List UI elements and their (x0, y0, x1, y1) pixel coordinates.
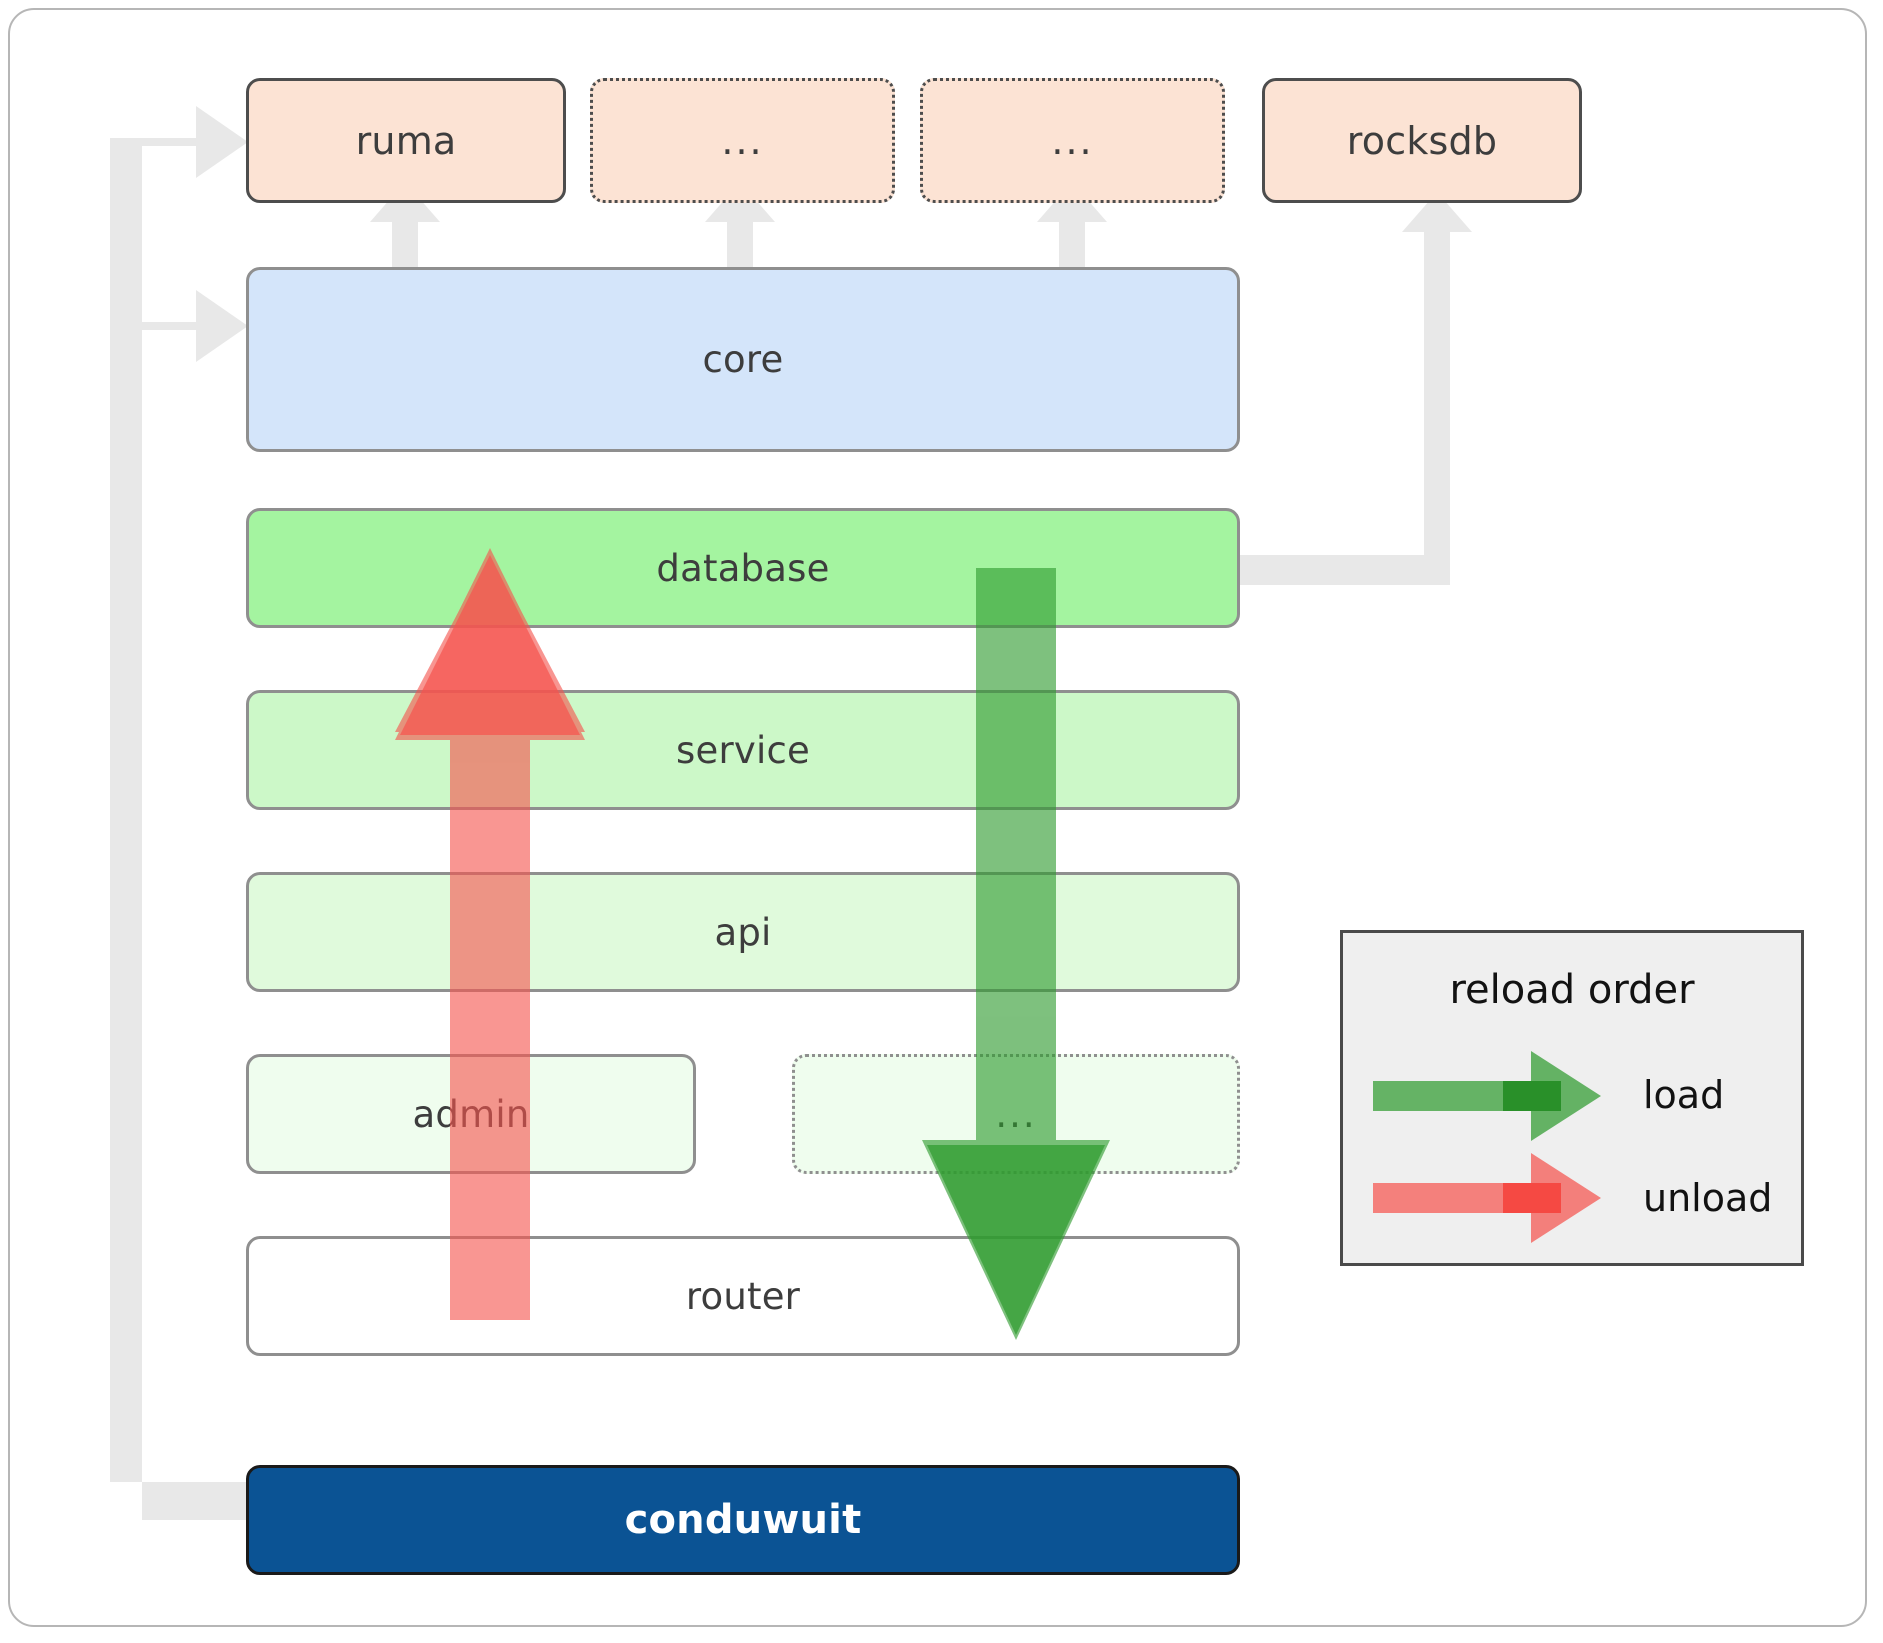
root-label-conduwuit: conduwuit (624, 1497, 862, 1543)
legend-label-load: load (1643, 1073, 1725, 1117)
dependency-box-rocksdb[interactable]: rocksdb (1262, 78, 1582, 203)
diagram-frame (8, 8, 1867, 1627)
legend-panel: reload order load unload (1340, 930, 1804, 1266)
dependency-label-ellipsis-1: ... (721, 118, 764, 163)
core-box[interactable]: core (246, 267, 1240, 452)
dependency-label-ellipsis-2: ... (1051, 118, 1094, 163)
root-box-conduwuit[interactable]: conduwuit (246, 1465, 1240, 1575)
legend-label-unload: unload (1643, 1176, 1773, 1220)
legend-load-arrow-core (1503, 1081, 1561, 1111)
dependency-box-ruma[interactable]: ruma (246, 78, 566, 203)
layer-box-service[interactable]: service (246, 690, 1240, 810)
legend-load-arrow (1373, 1051, 1601, 1141)
dependency-label-rocksdb: rocksdb (1346, 118, 1498, 163)
layer-label-database: database (656, 546, 830, 590)
core-label: core (702, 338, 784, 381)
layer-box-router[interactable]: router (246, 1236, 1240, 1356)
layer-box-database[interactable]: database (246, 508, 1240, 628)
legend-unload-arrow (1373, 1153, 1601, 1243)
layer-label-ellipsis: ... (995, 1092, 1037, 1136)
layer-label-service: service (676, 728, 810, 772)
dependency-box-ellipsis-2[interactable]: ... (920, 78, 1225, 203)
layer-box-ellipsis[interactable]: ... (792, 1054, 1240, 1174)
layer-label-router: router (685, 1274, 801, 1318)
layer-box-admin[interactable]: admin (246, 1054, 696, 1174)
layer-label-api: api (714, 910, 772, 954)
layer-label-admin: admin (412, 1092, 530, 1136)
dependency-label-ruma: ruma (355, 118, 457, 163)
legend-unload-arrow-core (1503, 1183, 1561, 1213)
legend-title: reload order (1449, 967, 1695, 1013)
layer-box-api[interactable]: api (246, 872, 1240, 992)
dependency-box-ellipsis-1[interactable]: ... (590, 78, 895, 203)
legend-arrows (1373, 1051, 1601, 1243)
